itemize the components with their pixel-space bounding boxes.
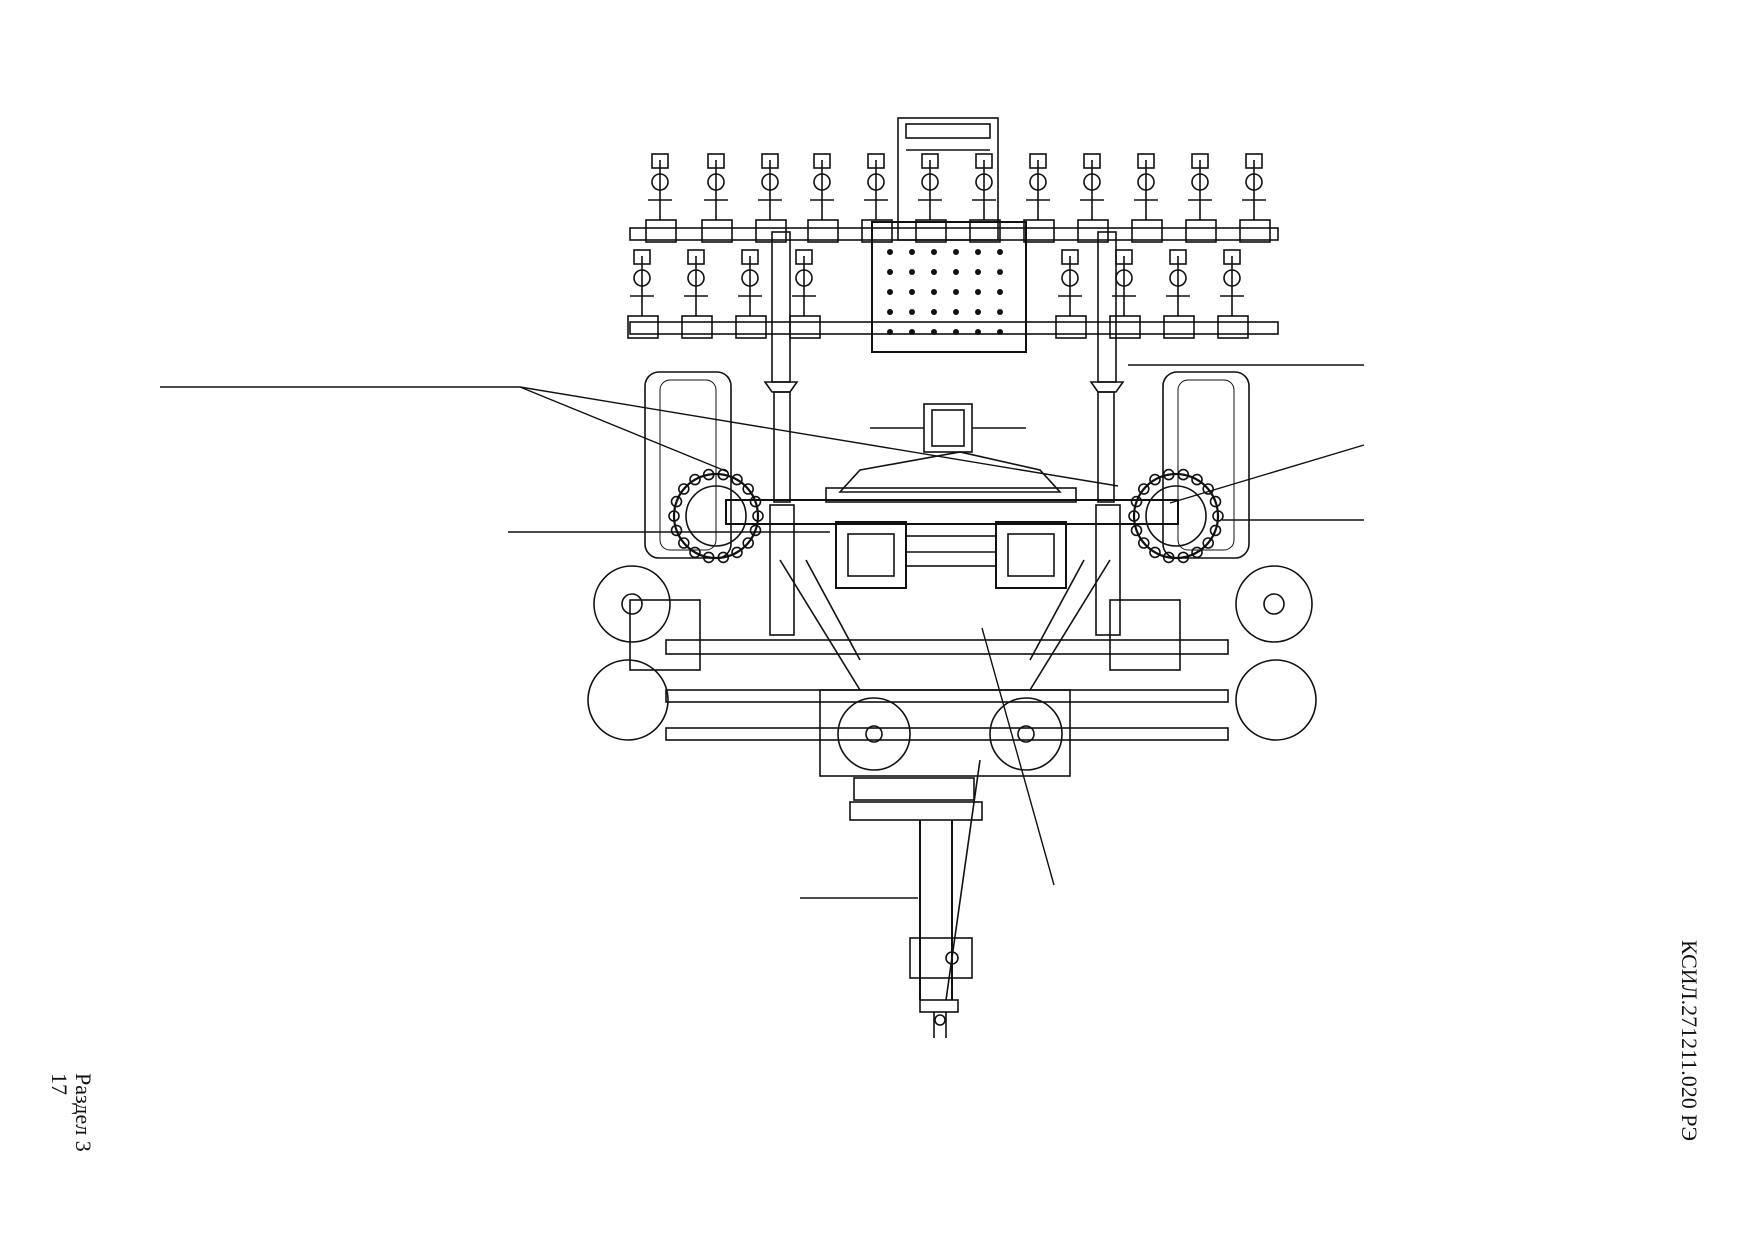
row-unit: [1163, 249, 1195, 339]
gear-tooth: [752, 510, 764, 522]
row-unit: [861, 153, 893, 243]
row-unit: [1109, 249, 1141, 339]
row-unit: [681, 249, 713, 339]
seed-box-holes: [887, 249, 1003, 335]
row-unit: [915, 153, 947, 243]
gear-tooth: [670, 524, 683, 537]
gear-tooth: [1162, 551, 1175, 564]
row-unit: [1023, 153, 1055, 243]
gear-tooth: [677, 537, 690, 549]
row-unit: [735, 249, 767, 339]
gear-tooth: [1177, 468, 1190, 481]
row-unit: [807, 153, 839, 243]
gear-tooth: [668, 510, 680, 522]
gear-tooth: [1149, 473, 1161, 486]
gear-tooth: [742, 537, 755, 549]
gear-tooth: [1162, 468, 1175, 481]
gear-tooth: [702, 551, 715, 564]
row-unit: [1239, 153, 1271, 243]
leader-lines: [160, 364, 1365, 899]
gear-tooth: [1209, 495, 1222, 508]
gear-tooth: [1130, 524, 1143, 537]
row-unit: [1217, 249, 1249, 339]
row-unit: [1077, 153, 1109, 243]
gear-tooth: [677, 483, 690, 495]
gear-tooth: [749, 524, 762, 537]
row-unit: [1055, 249, 1087, 339]
page-number: 17: [47, 1073, 72, 1095]
section-label: Раздел 3: [71, 1073, 96, 1152]
lower-frame: [629, 559, 1229, 777]
top-frame: [629, 117, 1279, 353]
gearboxes: [835, 521, 1067, 589]
transport-wheels: [644, 371, 1250, 559]
gear-tooth: [689, 473, 701, 486]
gear-tooth: [1149, 546, 1161, 559]
gear-tooth: [1130, 495, 1143, 508]
gear-tooth: [1212, 510, 1224, 522]
gear-tooth: [1191, 473, 1203, 486]
section-block: Раздел 3 17: [47, 1073, 96, 1152]
gear-tooth: [1138, 537, 1150, 549]
row-unit: [1131, 153, 1163, 243]
gear-tooth: [670, 495, 683, 508]
gear-tooth: [689, 546, 701, 559]
gear-tooth: [1202, 537, 1214, 549]
gear-tooth: [1209, 524, 1222, 537]
coulter-discs: [587, 565, 1317, 771]
gear-tooth: [1128, 510, 1140, 522]
row-unit: [789, 249, 821, 339]
gear-tooth: [702, 468, 715, 481]
frame-struts: [763, 231, 1125, 636]
gear-tooth: [1191, 546, 1203, 559]
row-unit: [1185, 153, 1217, 243]
gear-tooth: [1202, 483, 1214, 495]
row-unit: [645, 153, 677, 243]
gear-tooth: [731, 546, 743, 559]
row-units: [627, 153, 1271, 339]
row-unit: [701, 153, 733, 243]
gear-tooth: [749, 495, 762, 508]
main-axle: [725, 403, 1179, 525]
sprocket-gears: [668, 468, 1224, 564]
gear-tooth: [1177, 551, 1190, 564]
gear-tooth: [731, 473, 743, 486]
gear-tooth: [717, 551, 730, 564]
gear-tooth: [742, 483, 755, 495]
gear-tooth: [1138, 483, 1150, 495]
drawbar: [849, 759, 983, 1038]
row-unit: [627, 249, 659, 339]
document-code: КСИЛ.271211.020 РЭ: [1677, 940, 1702, 1142]
row-unit: [969, 153, 1001, 243]
row-unit: [755, 153, 787, 243]
